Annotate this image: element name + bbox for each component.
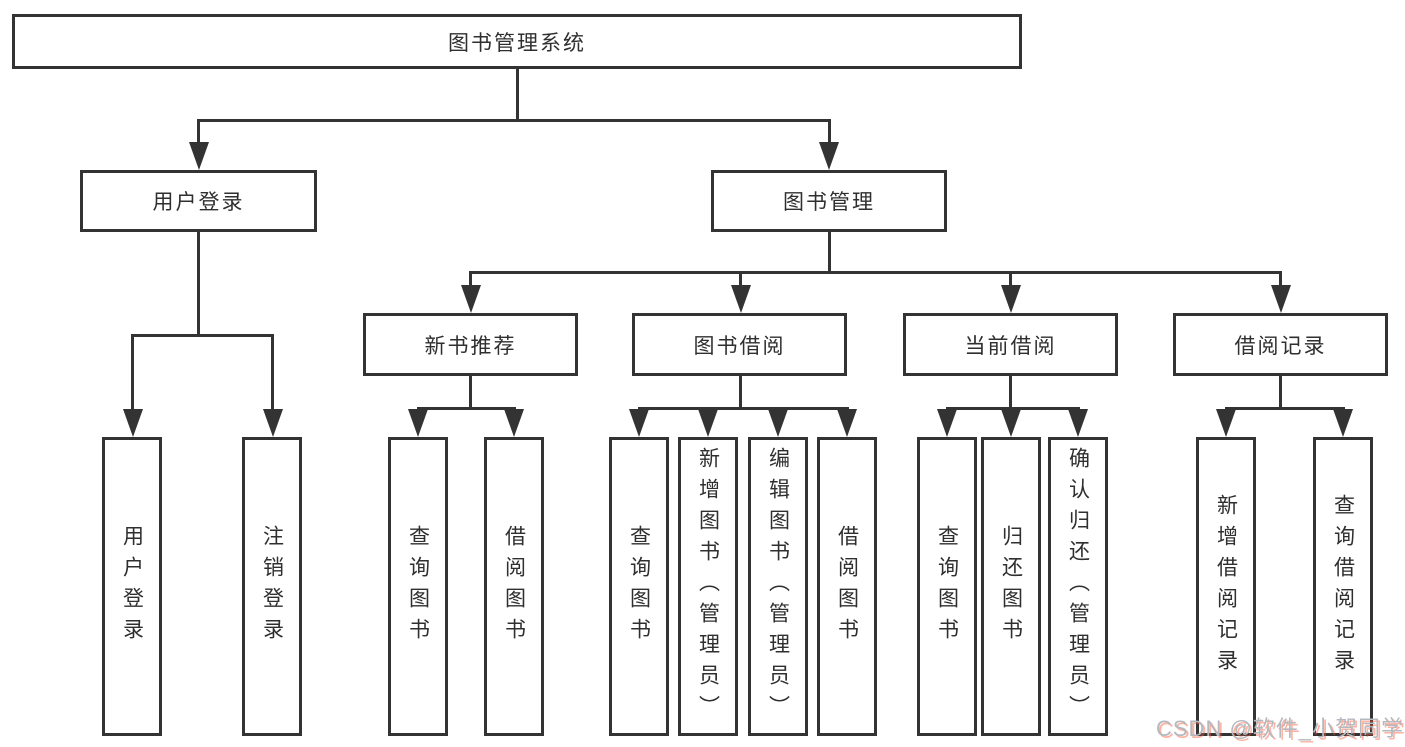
arrow-down-icon: [1270, 285, 1291, 313]
node-return-book: 归还图书: [981, 437, 1041, 736]
node-label: 用户登录: [152, 191, 245, 214]
node-label: 查询图书: [406, 524, 430, 649]
node-label: 新增借阅记录: [1214, 493, 1238, 680]
node-label: 注销登录: [260, 524, 284, 649]
connector-vline: [1009, 376, 1012, 409]
connector-hline: [469, 270, 1282, 274]
node-label: 新增图书（管理员）: [696, 447, 720, 726]
node-query-books: 查询图书: [609, 437, 669, 736]
node-book-borrow: 图书借阅: [632, 313, 847, 376]
node-label: 借阅记录: [1234, 334, 1327, 358]
node-user-login: 用户登录: [80, 170, 317, 232]
connector-vline: [827, 232, 831, 274]
connector-hline: [637, 406, 849, 410]
connector-hline: [416, 406, 516, 410]
node-query-books: 查询图书: [917, 437, 977, 736]
arrow-down-icon: [1000, 285, 1021, 313]
node-label: 查询借阅记录: [1331, 493, 1355, 680]
connector-vline: [197, 120, 200, 144]
arrow-down-icon: [460, 285, 481, 313]
connector-vline: [469, 272, 472, 287]
connector-vline: [1279, 376, 1282, 409]
arrow-down-icon: [937, 409, 957, 437]
connector-vline: [515, 69, 519, 122]
node-edit-book-admin: 编辑图书（管理员）: [748, 437, 808, 736]
connector-vline: [131, 336, 134, 410]
arrow-down-icon: [1333, 409, 1353, 437]
arrow-down-icon: [768, 409, 788, 437]
node-user-login-leaf: 用户登录: [102, 437, 162, 736]
arrow-down-icon: [122, 409, 143, 437]
csdn-watermark: CSDN @软件_小贺同学: [1156, 716, 1405, 741]
connector-hline: [197, 118, 831, 122]
node-book-management: 图书管理: [711, 170, 947, 232]
connector-vline: [1279, 272, 1282, 287]
arrow-down-icon: [504, 409, 524, 437]
arrow-down-icon: [629, 409, 649, 437]
node-label: 用户登录: [120, 524, 144, 649]
connector-vline: [739, 272, 742, 287]
arrow-down-icon: [1001, 409, 1021, 437]
node-confirm-return-admin: 确认归还（管理员）: [1048, 437, 1108, 736]
arrow-down-icon: [1216, 409, 1236, 437]
arrow-down-icon: [837, 409, 857, 437]
arrow-down-icon: [730, 285, 751, 313]
node-label: 新书推荐: [424, 334, 517, 358]
node-label: 图书管理: [783, 191, 875, 214]
connector-vline: [271, 336, 274, 410]
node-current-borrow: 当前借阅: [903, 313, 1118, 376]
connector-vline: [197, 232, 200, 337]
node-borrow-books: 借阅图书: [817, 437, 877, 736]
node-borrow-records: 借阅记录: [1173, 313, 1388, 376]
connector-vline: [739, 376, 742, 409]
node-add-book-admin: 新增图书（管理员）: [678, 437, 738, 736]
node-label: 归还图书: [999, 524, 1023, 649]
node-add-borrow-record: 新增借阅记录: [1196, 437, 1256, 736]
connector-vline: [827, 120, 831, 144]
node-root-library-system: 图书管理系统: [12, 14, 1022, 69]
node-query-books: 查询图书: [388, 437, 448, 736]
node-label: 当前借阅: [964, 334, 1057, 358]
node-label: 编辑图书（管理员）: [766, 447, 790, 726]
arrow-down-icon: [698, 409, 718, 437]
node-label: 查询图书: [935, 524, 959, 649]
node-query-borrow-record: 查询借阅记录: [1313, 437, 1373, 736]
arrow-down-icon: [408, 409, 428, 437]
connector-vline: [469, 376, 472, 409]
node-label: 借阅图书: [835, 524, 859, 649]
arrow-down-icon: [819, 142, 839, 170]
node-borrow-books: 借阅图书: [484, 437, 544, 736]
arrow-down-icon: [1068, 409, 1088, 437]
connector-hline: [131, 334, 274, 337]
connector-hline: [1224, 406, 1345, 410]
node-new-book-recommend: 新书推荐: [363, 313, 578, 376]
connector-hline: [945, 406, 1080, 410]
node-logout: 注销登录: [242, 437, 302, 736]
node-label: 图书管理系统: [448, 31, 586, 55]
node-label: 查询图书: [627, 524, 651, 649]
arrow-down-icon: [188, 142, 209, 170]
node-label: 图书借阅: [693, 334, 786, 358]
connector-vline: [1009, 272, 1012, 287]
node-label: 借阅图书: [502, 524, 526, 649]
node-label: 确认归还（管理员）: [1066, 447, 1090, 726]
arrow-down-icon: [262, 409, 283, 437]
